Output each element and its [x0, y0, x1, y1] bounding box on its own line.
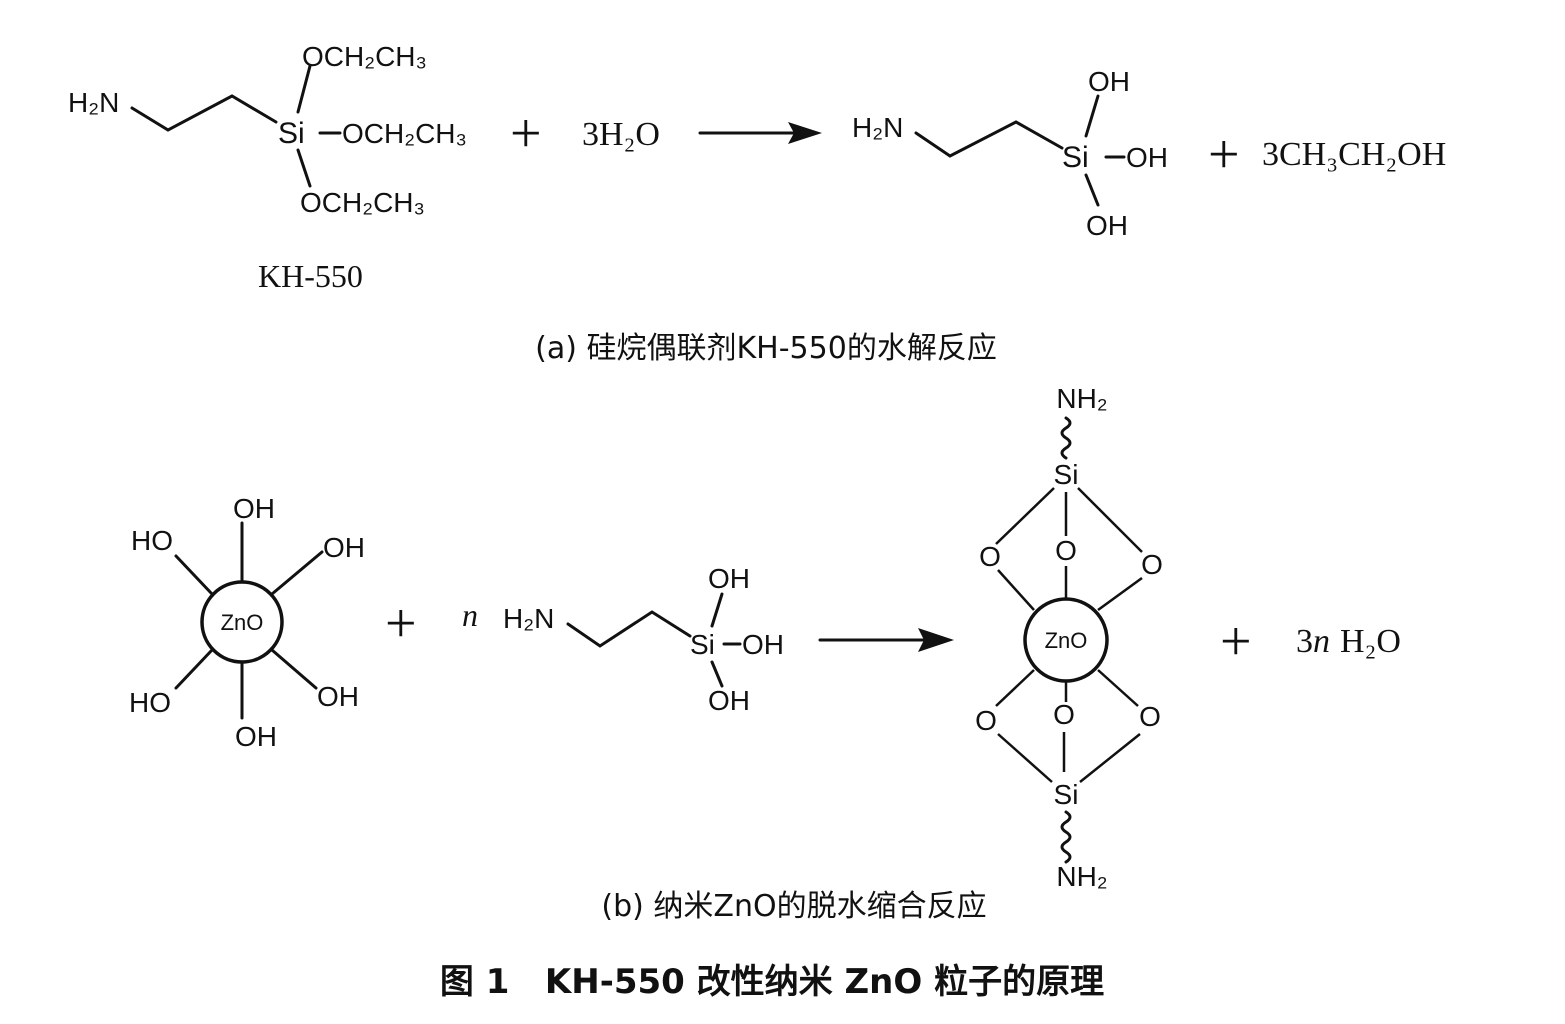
silanol-oh-top: OH	[1088, 66, 1130, 97]
zno-core-circle	[200, 580, 284, 664]
kh550-bond-top	[296, 64, 312, 114]
plus-sign-a2: +	[1208, 124, 1240, 186]
kh550-ethoxy-top: OCH₂CH₃	[302, 41, 427, 72]
silanol-ethyl-chain	[914, 120, 1064, 158]
zno-oh-lower-right: OH	[317, 681, 359, 712]
silanol-product: H₂N Si OH OH OH	[852, 66, 1168, 241]
kh550-molecule: H₂N Si OCH₂CH₃ OCH₂CH₃ OCH₂CH₃ KH-550	[68, 41, 467, 294]
water-reactant-a: 3H₂O	[582, 116, 660, 153]
zno-oh-upper-left: HO	[131, 525, 173, 556]
figure-caption: 图 1 KH-550 改性纳米 ZnO 粒子的原理	[440, 962, 1104, 1002]
product-wavy-bond-top	[1060, 416, 1072, 460]
silanol-b-oh-top: OH	[708, 563, 750, 594]
kh550-amine-group: H₂N	[68, 87, 119, 118]
silanol-b-oh-bottom: OH	[708, 685, 750, 716]
product-o-bottom-left: O	[975, 705, 997, 736]
product-o-bottom-right: O	[1139, 701, 1161, 732]
kh550-ethoxy-right: OCH₂CH₃	[342, 118, 467, 149]
zno-oh-upper-right: OH	[323, 532, 365, 563]
silanol-reactant: H₂N Si OH OH OH	[503, 563, 784, 716]
reaction-a: H₂N Si OCH₂CH₃ OCH₂CH₃ OCH₂CH₃ KH-550 + …	[68, 41, 1446, 366]
product-zno-core-circle	[1023, 597, 1109, 683]
product-zno-core-label: ZnO	[1045, 628, 1088, 653]
kh550-ethyl-chain	[130, 94, 278, 132]
water-formula: H₂O	[1340, 623, 1401, 660]
zno-oh-lower-left: HO	[129, 687, 171, 718]
product-o-top-center: O	[1055, 535, 1077, 566]
silanol-b-chain	[566, 610, 692, 648]
silanol-amine-group: H₂N	[852, 112, 903, 143]
water-product-b: 3n H₂O	[1296, 623, 1401, 660]
product-o-bottom-center: O	[1053, 699, 1075, 730]
plus-sign-a1: +	[510, 103, 542, 165]
product-si-bottom: Si	[1054, 779, 1079, 810]
silanol-b-amine: H₂N	[503, 603, 554, 634]
zno-particle: ZnO OH HO OH HO OH OH	[129, 493, 365, 752]
product-wavy-bond-bottom	[1060, 810, 1072, 864]
product-nh2-bottom: NH₂	[1056, 861, 1107, 892]
silanol-bond-top	[1084, 94, 1100, 138]
product-si-top: Si	[1054, 459, 1079, 490]
plus-sign-b1: +	[385, 593, 417, 655]
product-o-top-left: O	[979, 541, 1001, 572]
silanol-si-atom: Si	[1062, 141, 1089, 174]
kh550-bond-bottom	[296, 148, 312, 188]
reaction-arrow-a	[698, 122, 822, 144]
silanol-oh-bottom: OH	[1086, 210, 1128, 241]
kh550-si-atom: Si	[278, 117, 305, 150]
ethanol-product: 3CH₃CH₂OH	[1262, 136, 1446, 173]
kh550-ethoxy-bottom: OCH₂CH₃	[300, 187, 425, 218]
silanol-b-oh-right: OH	[742, 629, 784, 660]
water-coefficient: 3	[1296, 623, 1313, 660]
silanol-b-si: Si	[690, 629, 715, 660]
zno-oh-top: OH	[233, 493, 275, 524]
reaction-b: ZnO OH HO OH HO OH OH + n H₂N Si OH OH O…	[129, 383, 1401, 924]
product-nh2-top: NH₂	[1056, 383, 1107, 414]
plus-sign-b2: +	[1220, 611, 1252, 673]
product-o-top-right: O	[1141, 549, 1163, 580]
kh550-label: KH-550	[258, 258, 363, 294]
modified-zno-product: NH₂ Si O O O ZnO O O O Si NH₂	[975, 383, 1163, 892]
reaction-arrow-b	[818, 628, 954, 652]
silanol-oh-right: OH	[1126, 142, 1168, 173]
water-n: n	[1313, 623, 1330, 660]
zno-core-label: ZnO	[221, 610, 264, 635]
coefficient-n: n	[462, 597, 478, 633]
caption-a: (a) 硅烷偶联剂KH-550的水解反应	[535, 331, 997, 366]
silanol-bond-bottom	[1084, 173, 1100, 207]
caption-b: (b) 纳米ZnO的脱水缩合反应	[601, 889, 986, 924]
zno-oh-bottom: OH	[235, 721, 277, 752]
